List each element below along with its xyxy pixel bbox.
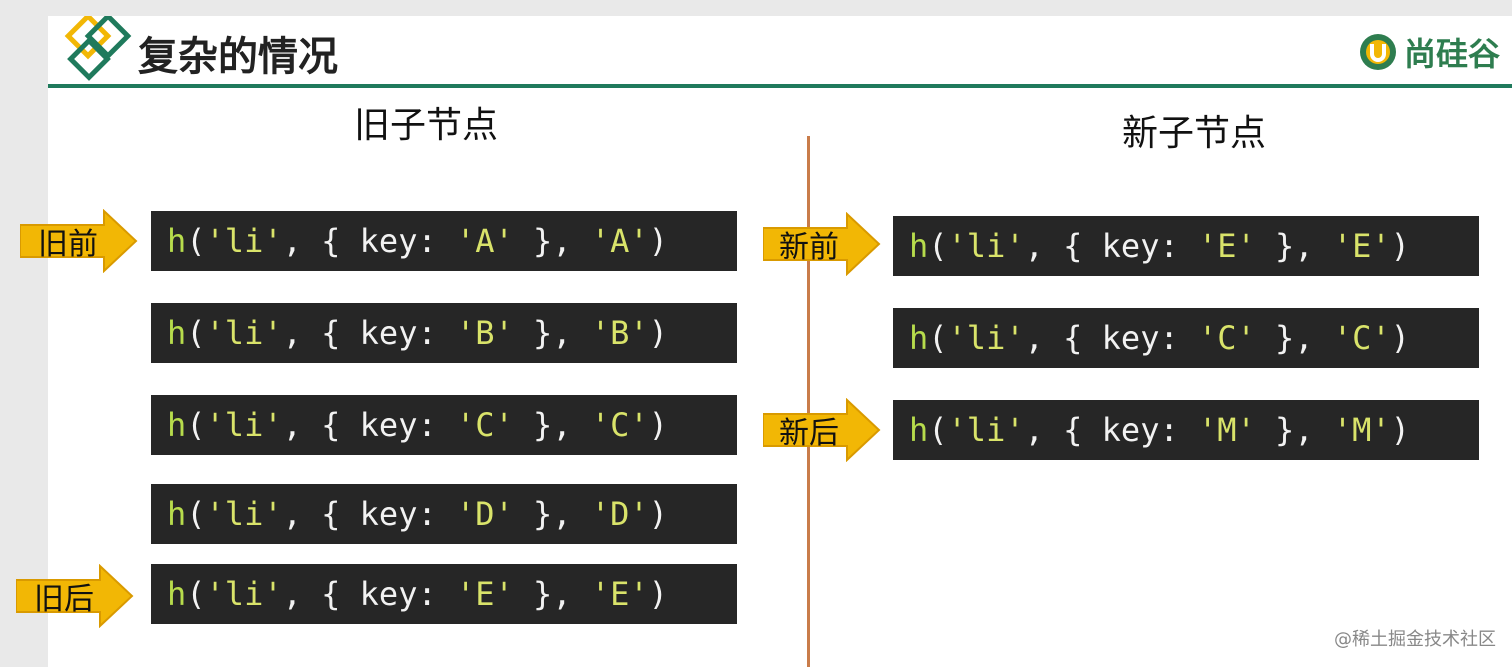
old-row-1: h('li', { key: 'A' }, 'A') [151, 211, 737, 271]
slide-title: 复杂的情况 [138, 34, 338, 80]
new-front-pointer: 新前 [763, 212, 881, 276]
old-row-3: h('li', { key: 'C' }, 'C') [151, 395, 737, 455]
new-front-arrow-icon [763, 212, 881, 276]
old-front-pointer: 旧前 [20, 209, 138, 273]
old-children-heading: 旧子节点 [354, 105, 499, 146]
old-row-5: h('li', { key: 'E' }, 'E') [151, 564, 737, 624]
old-back-arrow-icon [16, 564, 134, 628]
old-row-2: h('li', { key: 'B' }, 'B') [151, 303, 737, 363]
watermark: @稀土掘金技术社区 [1334, 629, 1496, 650]
brand-name: 尚硅谷 [1404, 35, 1501, 73]
new-back-arrow-icon [763, 398, 881, 462]
title-bar: 复杂的情况 尚硅谷 [48, 16, 1512, 88]
new-front-label: 新前 [779, 230, 839, 265]
old-row-4: h('li', { key: 'D' }, 'D') [151, 484, 737, 544]
new-row-2: h('li', { key: 'C' }, 'C') [893, 308, 1479, 368]
new-back-pointer: 新后 [763, 398, 881, 462]
old-back-label: 旧后 [34, 582, 94, 617]
old-back-pointer: 旧后 [16, 564, 134, 628]
new-row-1: h('li', { key: 'E' }, 'E') [893, 216, 1479, 276]
new-children-heading: 新子节点 [1122, 113, 1267, 154]
vertical-divider [807, 136, 810, 667]
new-back-label: 新后 [779, 416, 839, 451]
new-row-3: h('li', { key: 'M' }, 'M') [893, 400, 1479, 460]
old-front-label: 旧前 [38, 227, 98, 262]
diamond-logo-icon [64, 16, 132, 81]
brand-logo: 尚硅谷 [1358, 28, 1500, 76]
brand-u-icon [1360, 34, 1396, 70]
old-front-arrow-icon [20, 209, 138, 273]
